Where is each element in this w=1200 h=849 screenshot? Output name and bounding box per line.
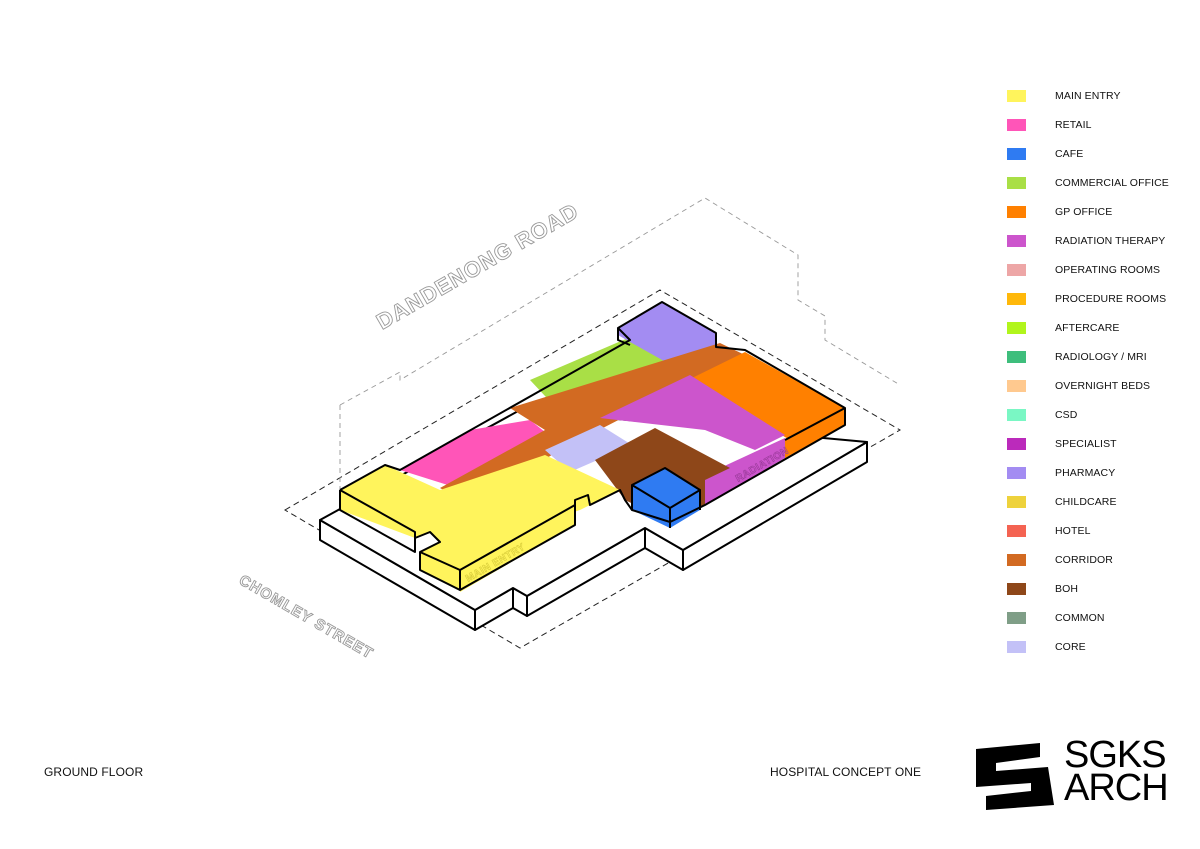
legend-label: RADIOLOGY / MRI xyxy=(1055,351,1147,363)
legend-label: COMMERCIAL OFFICE xyxy=(1055,177,1169,189)
legend-swatch xyxy=(1007,206,1026,218)
legend-label: PHARMACY xyxy=(1055,467,1116,479)
legend-swatch xyxy=(1007,380,1026,392)
legend-label: OVERNIGHT BEDS xyxy=(1055,380,1151,392)
legend-label: MAIN ENTRY xyxy=(1055,90,1121,102)
legend-swatch xyxy=(1007,119,1026,131)
legend-swatch xyxy=(1007,351,1026,363)
legend-swatch xyxy=(1007,554,1026,566)
legend-label: SPECIALIST xyxy=(1055,438,1117,450)
legend-label: RADIATION THERAPY xyxy=(1055,235,1166,247)
zone-main-entry xyxy=(340,455,620,590)
legend-item: CSD xyxy=(1007,407,1197,423)
floor-outlines xyxy=(339,301,846,591)
legend-label: HOTEL xyxy=(1055,525,1091,537)
legend-item: CORRIDOR xyxy=(1007,552,1197,568)
legend-item: BOH xyxy=(1007,581,1197,597)
legend-item: CORE xyxy=(1007,639,1197,655)
zone-main-entry-wall xyxy=(460,505,575,592)
legend-item: PHARMACY xyxy=(1007,465,1197,481)
neighbour-building-outline xyxy=(339,197,901,406)
legend-swatch xyxy=(1007,322,1026,334)
legend-item: AFTERCARE xyxy=(1007,320,1197,336)
legend-label: BOH xyxy=(1055,583,1079,595)
legend-item: COMMERCIAL OFFICE xyxy=(1007,175,1197,191)
legend-swatch xyxy=(1007,612,1026,624)
legend-label: OPERATING ROOMS xyxy=(1055,264,1161,276)
zone-gp-office xyxy=(688,352,845,440)
logo-text-line1: SGKS xyxy=(1064,734,1167,776)
legend-label: COMMON xyxy=(1055,612,1105,624)
legend-label: GP OFFICE xyxy=(1055,206,1113,218)
legend-label: AFTERCARE xyxy=(1055,322,1120,334)
sgks-arch-logo: SGKS ARCH xyxy=(976,736,1176,813)
legend-swatch xyxy=(1007,177,1026,189)
street-label-chomley-street: CHOMLEY STREET xyxy=(236,572,376,663)
legend-item: RADIATION THERAPY xyxy=(1007,233,1197,249)
legend-item: MAIN ENTRY xyxy=(1007,88,1197,104)
legend-item: SPECIALIST xyxy=(1007,436,1197,452)
zone-radiation-therapy xyxy=(600,375,785,450)
legend-swatch xyxy=(1007,438,1026,450)
zone-corridor xyxy=(440,343,745,505)
legend-swatch xyxy=(1007,409,1026,421)
legend-swatch xyxy=(1007,496,1026,508)
floor-plan xyxy=(340,302,845,592)
legend-label: CHILDCARE xyxy=(1055,496,1117,508)
legend-item: GP OFFICE xyxy=(1007,204,1197,220)
legend-item: OVERNIGHT BEDS xyxy=(1007,378,1197,394)
legend-label: CAFE xyxy=(1055,148,1084,160)
street-label-dandenong-road: DANDENONG ROAD xyxy=(372,198,583,334)
legend-swatch xyxy=(1007,148,1026,160)
legend-label: CORE xyxy=(1055,641,1086,653)
legend-swatch xyxy=(1007,293,1026,305)
floor-caption: GROUND FLOOR xyxy=(44,765,144,779)
zone-retail xyxy=(400,420,555,492)
legend-swatch xyxy=(1007,264,1026,276)
legend-item: CHILDCARE xyxy=(1007,494,1197,510)
legend-item: RADIOLOGY / MRI xyxy=(1007,349,1197,365)
legend-swatch xyxy=(1007,583,1026,595)
legend-label: RETAIL xyxy=(1055,119,1092,131)
zone-core xyxy=(545,425,632,472)
legend-item: OPERATING ROOMS xyxy=(1007,262,1197,278)
logo-text-line2: ARCH xyxy=(1064,767,1169,809)
logo-mark-icon xyxy=(976,743,1054,810)
legend-swatch xyxy=(1007,235,1026,247)
zone-gp-wall xyxy=(785,408,845,458)
legend-item: RETAIL xyxy=(1007,117,1197,133)
legend-item: HOTEL xyxy=(1007,523,1197,539)
zone-cafe xyxy=(632,468,700,508)
legend-swatch xyxy=(1007,641,1026,653)
legend-item: PROCEDURE ROOMS xyxy=(1007,291,1197,307)
zone-radiation-wall xyxy=(705,438,785,505)
legend-label: PROCEDURE ROOMS xyxy=(1055,293,1167,305)
legend-swatch xyxy=(1007,467,1026,479)
legend-item: CAFE xyxy=(1007,146,1197,162)
legend-swatch xyxy=(1007,525,1026,537)
legend-item: COMMON xyxy=(1007,610,1197,626)
legend-swatch xyxy=(1007,90,1026,102)
project-caption: HOSPITAL CONCEPT ONE xyxy=(770,765,922,779)
legend-label: CORRIDOR xyxy=(1055,554,1113,566)
zone-cafe-wall xyxy=(632,485,670,528)
legend-label: CSD xyxy=(1055,409,1078,421)
